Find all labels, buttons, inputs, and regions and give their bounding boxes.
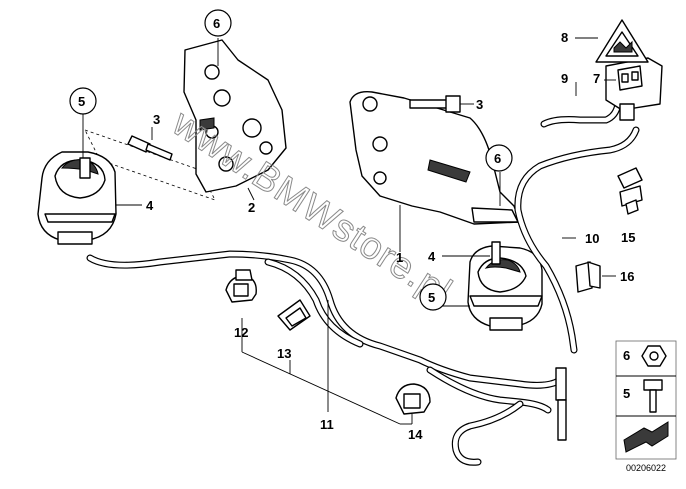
callout-6b: 6 <box>494 151 501 166</box>
callout-6a: 6 <box>213 16 220 31</box>
engine-mount-left <box>37 114 216 245</box>
callout-11: 11 <box>320 417 334 432</box>
hose-clip-16 <box>575 261 616 293</box>
vacuum-hose-right <box>514 126 640 354</box>
hose-clip-12 <box>225 269 257 303</box>
callout-circle-6b <box>485 144 513 172</box>
callout-12: 12 <box>234 325 248 340</box>
callout-4b: 4 <box>428 249 436 264</box>
callout-5b: 5 <box>428 290 435 305</box>
callout-1: 1 <box>396 250 403 265</box>
callout-circle-5a <box>69 87 97 115</box>
callout-16: 16 <box>620 269 634 284</box>
bolt-left <box>127 127 173 161</box>
legend-label-6: 6 <box>623 348 630 363</box>
callout-15: 15 <box>621 230 635 245</box>
callout-7: 7 <box>593 71 600 86</box>
callout-3a: 3 <box>153 112 160 127</box>
vacuum-valve <box>540 57 663 128</box>
bolt-top <box>409 95 474 113</box>
hose-clip-15 <box>617 167 643 215</box>
callout-circle-5b <box>419 283 447 311</box>
callout-5a: 5 <box>78 94 85 109</box>
hose-clip-13 <box>277 299 311 331</box>
callout-2: 2 <box>248 200 255 215</box>
legend: 6 5 00206022 <box>615 340 677 473</box>
callouts: 6 5 3 4 2 3 6 1 4 5 8 9 7 10 15 16 12 13… <box>69 9 635 442</box>
callout-4a: 4 <box>146 198 154 213</box>
engine-mount-right <box>442 241 543 331</box>
callout-circle-6a <box>204 9 232 37</box>
vacuum-hose-main <box>86 250 567 466</box>
callout-3b: 3 <box>476 97 483 112</box>
callout-10: 10 <box>585 231 599 246</box>
engine-carrier <box>349 91 521 252</box>
bracket-left <box>183 38 287 201</box>
callout-8: 8 <box>561 30 568 45</box>
leader-lines <box>241 172 576 425</box>
callout-14: 14 <box>408 427 423 442</box>
legend-label-5: 5 <box>623 386 630 401</box>
warning-label <box>575 19 649 63</box>
callout-13: 13 <box>277 346 291 361</box>
arrow-icon <box>623 421 669 453</box>
bolt-icon <box>643 379 663 413</box>
hose-clip-14 <box>395 383 431 415</box>
document-number: 00206022 <box>626 463 666 473</box>
callout-9: 9 <box>561 71 568 86</box>
